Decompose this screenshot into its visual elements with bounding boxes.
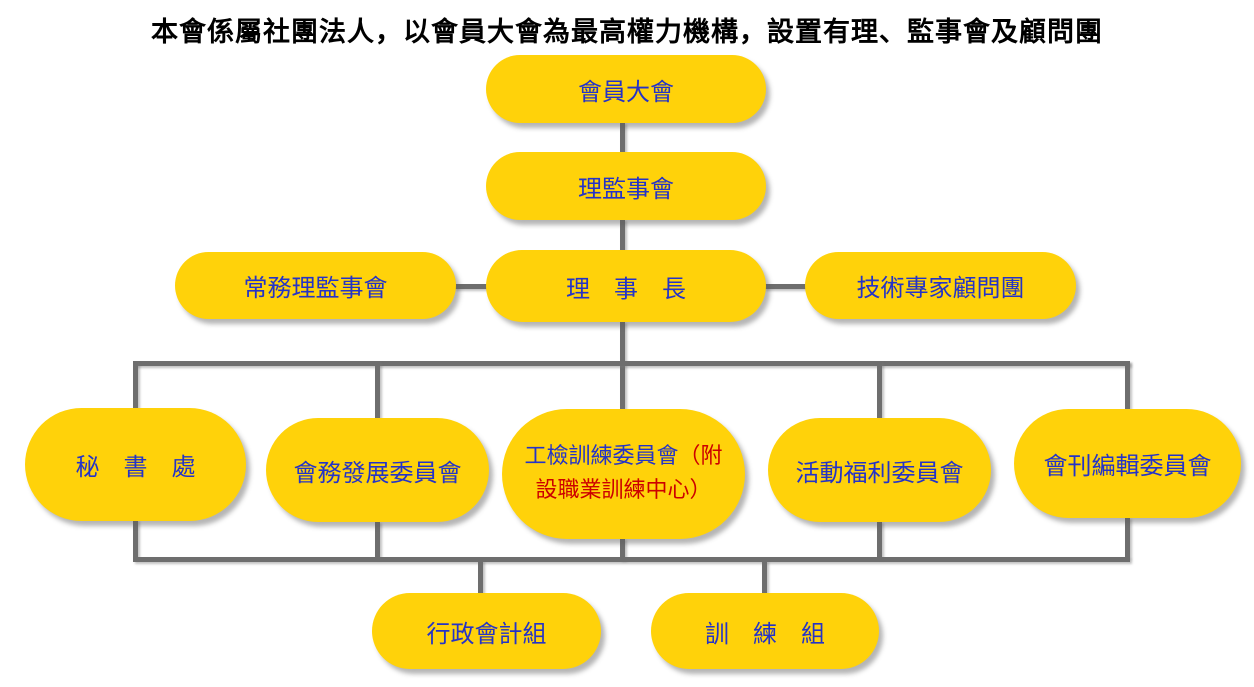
node-general-assembly: 會員大會 — [486, 55, 766, 123]
chart-title: 本會係屬社團法人，以會員大會為最高權力機構，設置有理、監事會及顧問團 — [151, 17, 1103, 48]
node-general-assembly-label: 會員大會 — [578, 77, 674, 106]
node-standing-board-label: 常務理監事會 — [243, 274, 388, 302]
node-journal-committee: 會刊編輯委員會 — [1014, 409, 1241, 518]
node-training-committee-label-secondary: （附設職業訓練中心） — [535, 443, 723, 503]
node-training-section-label: 訓 練 組 — [705, 619, 825, 648]
node-training-section: 訓 練 組 — [651, 593, 879, 669]
connector-bus-lower — [133, 557, 1130, 562]
connector-development-to-lower-bus — [375, 521, 380, 558]
connector-bus-to-journal — [1125, 361, 1130, 411]
node-secretariat-label: 秘 書 處 — [75, 453, 196, 481]
connector-board-to-chairman — [620, 219, 625, 251]
node-admin-accounting-section: 行政會計組 — [372, 593, 601, 669]
connector-secretariat-to-lower-bus — [133, 519, 138, 558]
node-training-committee: 工檢訓練委員會（附設職業訓練中心） — [502, 409, 745, 539]
connector-chairman-to-bus — [620, 321, 625, 411]
node-standing-board: 常務理監事會 — [175, 252, 456, 319]
node-board-label: 理監事會 — [578, 174, 674, 203]
connector-assembly-to-board — [620, 122, 625, 153]
connector-lower-bus-to-training-section — [762, 560, 767, 593]
node-technical-advisors: 技術專家顧問團 — [805, 252, 1076, 319]
connector-bus-to-welfare — [877, 361, 882, 420]
node-board-of-directors-supervisors: 理監事會 — [486, 152, 766, 220]
node-training-committee-label: 工檢訓練委員會（附設職業訓練中心） — [516, 440, 731, 508]
node-secretariat: 秘 書 處 — [25, 408, 246, 521]
node-development-committee-label: 會務發展委員會 — [293, 458, 462, 487]
node-chairman: 理 事 長 — [486, 250, 766, 322]
connector-journal-to-lower-bus — [1125, 517, 1130, 558]
node-development-committee: 會務發展委員會 — [266, 418, 489, 522]
connector-training-committee-to-lower-bus — [620, 538, 625, 560]
node-chairman-label: 理 事 長 — [566, 274, 686, 303]
connector-chairman-to-standing-board — [454, 284, 488, 289]
connector-welfare-to-lower-bus — [877, 521, 882, 558]
connector-bus-to-secretariat — [133, 361, 138, 410]
node-journal-committee-label: 會刊編輯委員會 — [1043, 452, 1212, 480]
node-welfare-committee-label: 活動福利委員會 — [795, 458, 964, 487]
node-welfare-committee: 活動福利委員會 — [768, 418, 991, 522]
node-technical-advisors-label: 技術專家顧問團 — [856, 274, 1025, 302]
node-admin-accounting-label: 行政會計組 — [426, 619, 547, 648]
node-training-committee-label-primary: 工檢訓練委員會 — [524, 443, 679, 469]
connector-lower-bus-to-admin — [478, 560, 483, 593]
connector-chairman-to-advisors — [764, 284, 807, 289]
connector-bus-upper — [133, 361, 1130, 366]
connector-bus-to-development — [375, 361, 380, 420]
